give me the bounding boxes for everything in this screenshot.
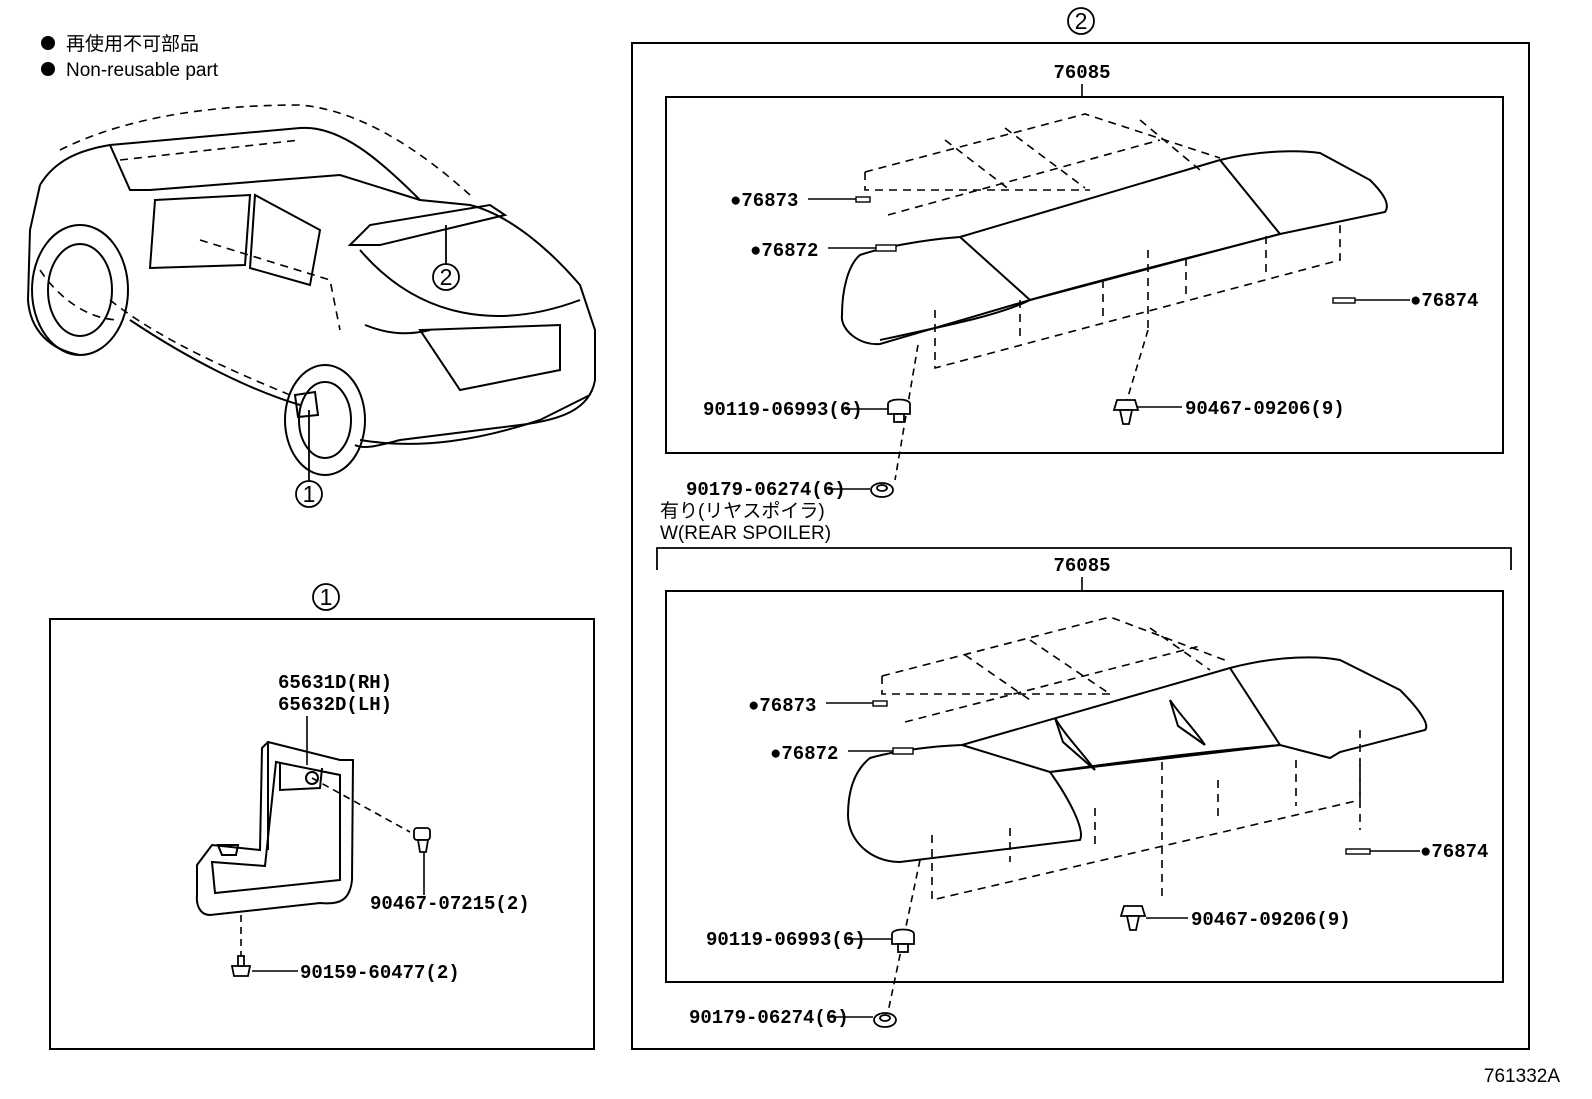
hidden-line <box>1126 329 1149 401</box>
marker-2-circle <box>432 263 460 291</box>
subassembly-frame-a <box>665 96 1504 454</box>
clip-icon <box>1112 399 1140 425</box>
part-label-90159-60477: 90159-60477(2) <box>300 962 460 984</box>
part-label-65631d: 65631D(RH) <box>278 672 392 694</box>
part-label-90179-06274-a: 90179-06274(6) <box>686 479 846 501</box>
section-1-frame <box>49 618 595 1050</box>
spoiler-illustration-b <box>846 656 1428 864</box>
part-label-90467-07215: 90467-07215(2) <box>370 893 530 915</box>
part-label-90467-09206-b: 90467-09206(9) <box>1191 909 1351 931</box>
drawing-id: 761332A <box>1484 1066 1560 1087</box>
part-label-76872-a: ●76872 <box>750 240 818 262</box>
clip-icon <box>1119 905 1147 931</box>
tape-icon <box>875 244 897 252</box>
mudguard-illustration <box>195 740 355 917</box>
spoiler-hidden-lines-a <box>864 113 1341 370</box>
clip-icon <box>887 398 911 423</box>
assembly-label-76085: 76085 <box>1053 62 1110 84</box>
section-2-frame <box>631 42 1530 1050</box>
tape-icon <box>1345 848 1371 855</box>
legend-text-en: Non-reusable part <box>66 60 219 81</box>
part-label-76873-a: ●76873 <box>730 190 798 212</box>
vehicle-illustration <box>26 126 596 476</box>
section-2-marker-circle <box>1067 7 1095 35</box>
screw-icon <box>230 955 252 977</box>
clip-icon <box>413 827 431 853</box>
subassembly-frame-b <box>665 590 1504 983</box>
condition-text-jp: 有り(リヤスポイラ) <box>660 500 825 522</box>
part-label-90119-06993-b: 90119-06993(6) <box>706 929 866 951</box>
marker-2-label: 2 <box>440 264 453 290</box>
part-label-90467-09206-a: 90467-09206(9) <box>1185 398 1345 420</box>
vehicle-hidden-lines <box>39 104 471 396</box>
condition-bracket <box>656 547 1512 570</box>
condition-text-en: W(REAR SPOILER) <box>660 523 831 544</box>
spoiler-illustration-a <box>840 150 1388 346</box>
part-label-76872-b: ●76872 <box>770 743 838 765</box>
marker-1-circle <box>295 480 323 508</box>
part-label-76873-b: ●76873 <box>748 695 816 717</box>
legend-bullet-icon <box>41 36 55 50</box>
part-label-65632d: 65632D(LH) <box>278 694 392 716</box>
section-1-marker-circle <box>312 583 340 611</box>
hidden-line <box>894 344 919 481</box>
tape-icon <box>892 747 914 755</box>
assembly-label-76085-b: 76085 <box>1053 555 1110 577</box>
clip-icon <box>891 928 915 953</box>
spoiler-hidden-lines-b <box>881 616 1361 902</box>
part-label-90119-06993-a: 90119-06993(6) <box>703 399 863 421</box>
tape-icon <box>855 196 871 203</box>
tape-icon <box>872 700 888 707</box>
part-label-76874-b: ●76874 <box>1420 841 1488 863</box>
part-label-76874-a: ●76874 <box>1410 290 1478 312</box>
tape-icon <box>1332 297 1356 304</box>
part-label-90179-06274-b: 90179-06274(6) <box>689 1007 849 1029</box>
nut-icon <box>873 1012 897 1028</box>
section-1-marker-label: 1 <box>320 584 333 610</box>
marker-1-label: 1 <box>303 481 316 507</box>
legend-bullet-icon <box>41 62 55 76</box>
legend-text-jp: 再使用不可部品 <box>66 33 199 55</box>
section-2-marker-label: 2 <box>1075 8 1088 34</box>
hidden-line <box>311 777 411 833</box>
nut-icon <box>870 482 894 498</box>
